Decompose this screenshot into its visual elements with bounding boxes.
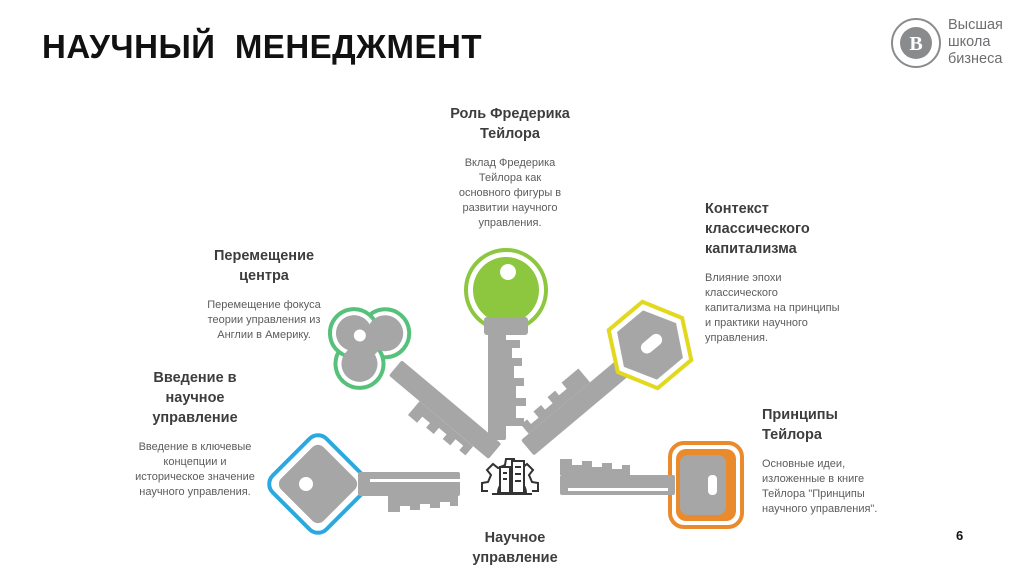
block-center-shift: Перемещение центра Перемещение фокуса те… <box>195 246 333 343</box>
gear-building-icon <box>481 458 539 495</box>
hse-emblem-icon: В <box>891 18 941 68</box>
block-description: Вклад Фредерика Тейлора как основного фи… <box>458 157 562 229</box>
block-title: Введение в научное управление <box>152 370 238 426</box>
block-capitalism: Контекст классического капитализма Влиян… <box>705 199 845 346</box>
logo-line-1: Высшая <box>948 17 1003 33</box>
block-title: Перемещение центра <box>214 248 315 284</box>
key-taylor-principles <box>560 441 744 529</box>
logo-line-3: бизнеса <box>948 51 1003 67</box>
hse-logo: В Высшая школа бизнеса <box>890 17 1010 73</box>
emblem-letter: В <box>909 33 922 55</box>
block-title: Роль Фредерика Тейлора <box>450 106 570 142</box>
block-title: Контекст классического капитализма <box>705 201 810 257</box>
key-capitalism <box>520 299 694 455</box>
center-label: Научное управление <box>472 530 558 566</box>
logo-text: Высшая школа бизнеса <box>948 17 1003 68</box>
block-introduction: Введение в научное управление Введение в… <box>128 368 262 500</box>
logo-line-2: школа <box>948 34 991 50</box>
block-description: Влияние эпохи классического капитализма … <box>705 272 840 344</box>
key-introduction <box>267 433 460 535</box>
block-taylor-role: Роль Фредерика Тейлора Вклад Фредерика Т… <box>430 104 590 231</box>
block-title: Принципы Тейлора <box>762 407 838 443</box>
block-description: Перемещение фокуса теории управления из … <box>207 299 321 341</box>
block-taylor-principles: Принципы Тейлора Основные идеи, изложенн… <box>762 405 902 517</box>
block-description: Основные идеи, изложенные в книге Тейлор… <box>762 458 878 515</box>
key-center-shift <box>327 307 501 459</box>
page-number: 6 <box>956 528 964 543</box>
slide-title: НАУЧНЫЙ МЕНЕДЖМЕНТ <box>42 28 482 65</box>
key-taylor-role <box>464 248 548 440</box>
block-description: Введение в ключевые концепции и историче… <box>135 441 255 498</box>
